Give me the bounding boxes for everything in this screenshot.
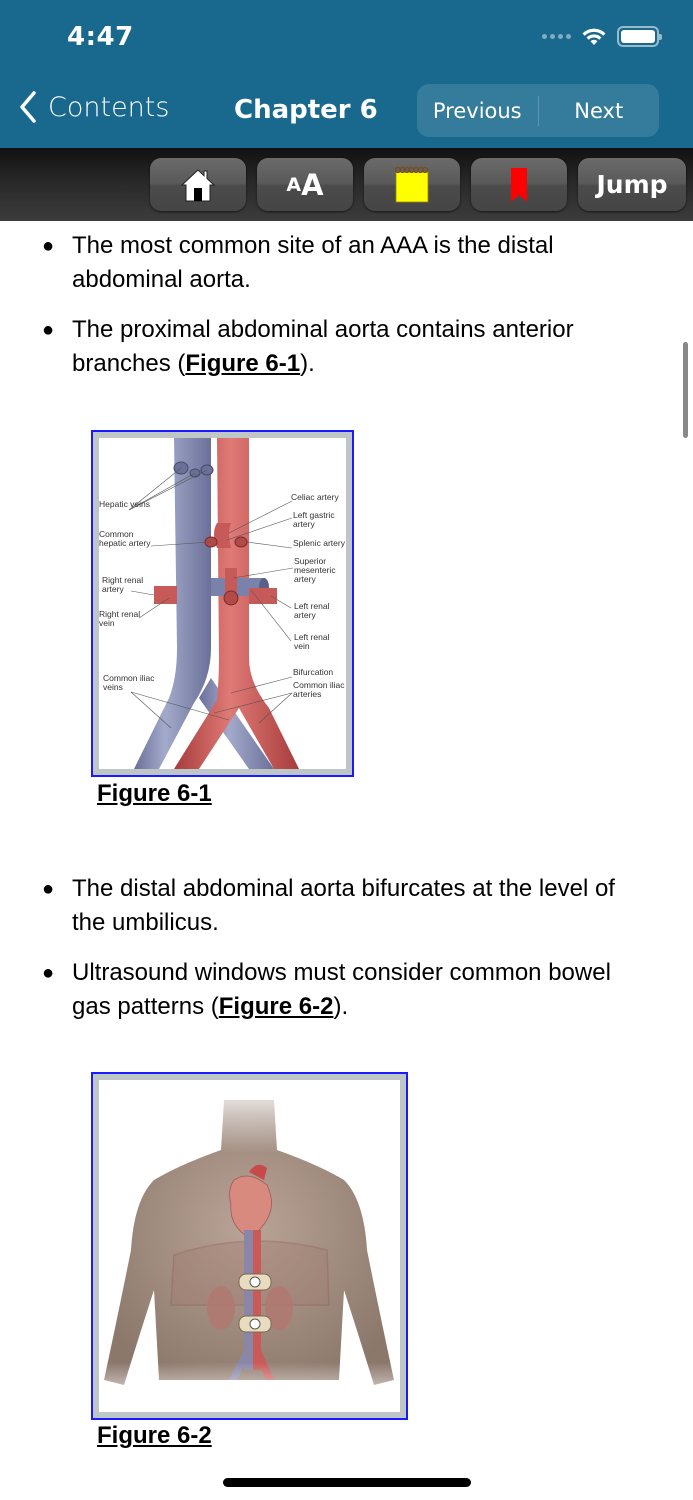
status-time: 4:47: [67, 22, 134, 52]
abdominal-vessels-illustration: [128, 438, 299, 769]
chapter-navigation: Previous Next: [417, 84, 659, 137]
label-hepatic-veins: Hepatic veins: [99, 499, 151, 509]
notepad-icon: [394, 166, 429, 202]
status-icons: [542, 26, 662, 47]
next-button[interactable]: Next: [574, 98, 624, 123]
bullet-text: The proximal abdominal aorta contains an…: [72, 316, 574, 377]
bullet-icon: ●: [42, 235, 55, 257]
label-common-iliac-arteries: Common iliac arteries: [293, 680, 345, 699]
figure-6-1-link[interactable]: Figure 6-1: [185, 350, 301, 377]
jump-button[interactable]: Jump: [578, 158, 686, 211]
vertical-scrollbar[interactable]: [683, 342, 688, 438]
house-icon: [180, 168, 216, 201]
text-size-icon-small: A: [286, 173, 302, 196]
torso-illustration: [99, 1080, 400, 1412]
bullet-text: The most common site of an AAA is the di…: [72, 232, 554, 293]
label-left-renal-vein: Left renal vein: [294, 632, 330, 651]
bookmark-button[interactable]: [471, 158, 567, 211]
chevron-left-icon: [20, 91, 36, 123]
notes-button[interactable]: [364, 158, 460, 211]
label-left-gastric-artery: Left gastric artery: [293, 510, 335, 529]
battery-icon: [617, 26, 662, 47]
previous-button[interactable]: Previous: [432, 98, 522, 123]
text-size-icon-large: A: [301, 167, 324, 202]
list-item: ● The proximal abdominal aorta contains …: [42, 313, 652, 381]
figure-6-2-link[interactable]: Figure 6-2: [218, 993, 334, 1020]
bullet-text: Ultrasound windows must consider common …: [72, 959, 611, 1020]
torso-anatomy-illustration: [99, 1080, 400, 1412]
figure-6-2-image[interactable]: [91, 1072, 408, 1420]
segment-divider: [537, 95, 539, 126]
figure-6-2-caption[interactable]: Figure 6-2: [97, 1422, 212, 1449]
list-item: ● The distal abdominal aorta bifurcates …: [42, 872, 652, 940]
list-item: ● Ultrasound windows must consider commo…: [42, 956, 652, 1024]
label-right-renal-artery: Right renal artery: [102, 575, 144, 594]
label-common-hepatic-artery: Common hepatic artery: [99, 529, 151, 548]
bullet-text: The distal abdominal aorta bifurcates at…: [72, 875, 615, 936]
signal-dots-icon: [542, 34, 571, 39]
label-common-iliac-veins: Common iliac veins: [103, 673, 155, 692]
navigation-header: 4:47 Contents Chapter 6 Previous Next: [0, 0, 693, 148]
page-title: Chapter 6: [234, 95, 378, 125]
home-button[interactable]: [150, 158, 246, 211]
label-left-renal-artery: Left renal artery: [294, 601, 330, 620]
figure-6-1-caption[interactable]: Figure 6-1: [97, 780, 212, 807]
bullet-icon: ●: [42, 319, 55, 341]
label-superior-mesenteric-artery: Superior mesenteric artery: [294, 556, 336, 584]
back-to-contents-button[interactable]: Contents: [18, 90, 169, 124]
list-item: ● The most common site of an AAA is the …: [42, 229, 652, 297]
label-right-renal-vein: Right renal vein: [99, 609, 141, 628]
label-splenic-artery: Splenic artery: [293, 538, 345, 548]
figure-6-1-image[interactable]: Hepatic veins Common hepatic artery Righ…: [91, 430, 354, 777]
label-celiac-artery: Celiac artery: [291, 492, 339, 502]
label-bifurcation: Bifurcation: [293, 667, 334, 677]
bookmark-icon: [511, 167, 527, 202]
home-indicator[interactable]: [223, 1478, 471, 1487]
back-label: Contents: [48, 91, 170, 123]
bullet-icon: ●: [42, 878, 55, 900]
wifi-icon: [582, 28, 606, 45]
vessel-diagram: Hepatic veins Common hepatic artery Righ…: [99, 438, 346, 769]
bullet-icon: ●: [42, 962, 55, 984]
